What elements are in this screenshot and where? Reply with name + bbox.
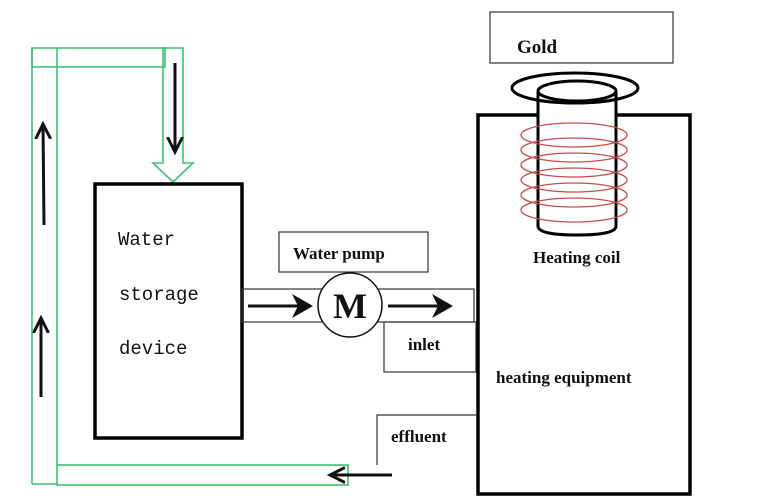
coil-turn: [520, 182, 628, 208]
water-storage-label-line1: Water: [118, 229, 175, 251]
crucible-rim: [510, 71, 640, 105]
water-pump: M: [317, 272, 383, 338]
heating-equipment: [476, 113, 692, 496]
water-pump-label: Water pump: [293, 244, 385, 263]
coil-turn: [520, 197, 628, 223]
heating-equipment-label: heating equipment: [496, 368, 632, 387]
arrow-up-icon: [43, 124, 44, 226]
water-storage-label-line3: device: [119, 338, 187, 360]
gold-label-box: [489, 11, 674, 64]
coil-turn: [520, 167, 628, 193]
inlet-label: inlet: [408, 335, 440, 354]
effluent-label-box: [376, 414, 476, 465]
pipe-top-segment: [31, 47, 166, 68]
water-pump-label-box: [278, 231, 429, 273]
inlet-label-box: [383, 321, 477, 373]
water-storage-device: [93, 182, 244, 440]
effluent-label: effluent: [391, 427, 447, 446]
coil-turn: [520, 137, 628, 163]
return-pipe: [31, 47, 349, 486]
pipe-bottom-segment: [56, 464, 349, 486]
crucible: [536, 79, 618, 237]
gold-label: Gold: [517, 37, 558, 58]
water-storage-label-line2: storage: [119, 284, 199, 306]
coil-turn: [520, 122, 628, 148]
heating-coil: [520, 122, 628, 223]
heating-coil-label: Heating coil: [533, 248, 621, 267]
coil-turn: [520, 152, 628, 178]
pump-symbol: M: [333, 286, 367, 326]
pipe-down-arrow: [150, 47, 196, 184]
pump-motor-icon: [317, 272, 383, 338]
